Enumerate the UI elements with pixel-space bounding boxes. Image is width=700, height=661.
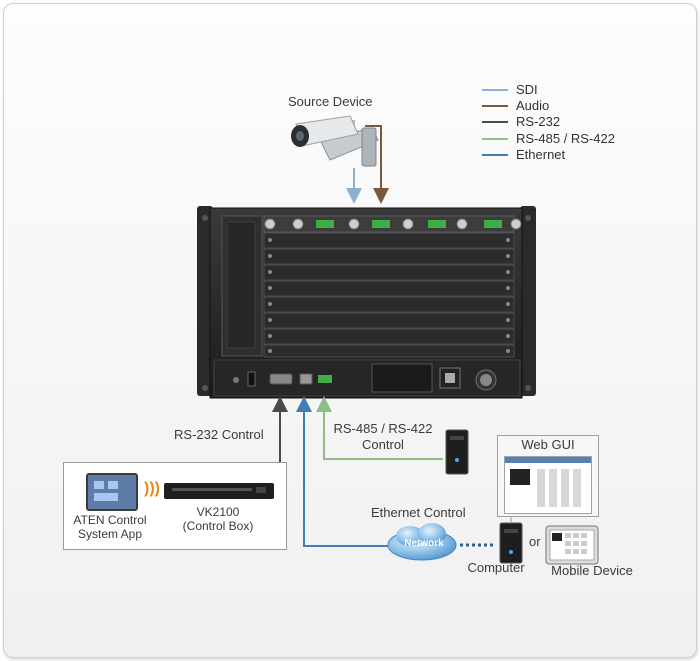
legend-label: Audio: [516, 98, 550, 113]
web-gui-screenshot: [504, 456, 592, 514]
or-label: or: [529, 534, 541, 549]
rs485-control-label-line2: Control: [362, 437, 404, 452]
rs485-line: [316, 396, 443, 460]
legend-label: RS-485 / RS-422: [516, 131, 615, 146]
vk2100-device-icon: [164, 483, 274, 499]
audio-line: [365, 125, 389, 204]
wireless-signal-icon: ))): [144, 480, 160, 497]
vk-label-line1: VK2100: [196, 505, 240, 519]
matrix-chassis: [197, 206, 536, 399]
legend-swatch: [482, 138, 508, 140]
mobile-device-label: Mobile Device: [551, 563, 633, 578]
input-card-connectors: [264, 218, 522, 230]
control-system-panel: ))) ATEN Control System App VK2100 (Cont…: [63, 462, 287, 550]
web-gui-label: Web GUI: [521, 437, 575, 452]
legend-swatch: [482, 105, 508, 107]
rs232-control-label: RS-232 Control: [174, 427, 264, 442]
vk-label-line2: (Control Box): [182, 519, 254, 533]
web-gui-button-grid: [537, 469, 585, 507]
network-label: Network: [404, 538, 444, 549]
computer-label: Computer: [467, 560, 525, 575]
legend-swatch: [482, 121, 508, 123]
web-gui-callout: Web GUI: [497, 435, 599, 517]
mobile-device-icon: [545, 525, 599, 565]
app-label-line1: ATEN Control: [73, 513, 147, 527]
web-gui-preview: [510, 469, 530, 485]
rs485-control-label-line1: RS-485 / RS-422: [333, 421, 433, 436]
legend-label: RS-232: [516, 114, 561, 129]
ethernet-line: [296, 396, 394, 547]
camera-icon: [291, 115, 379, 167]
web-gui-header-bar: [505, 457, 591, 463]
ethernet-control-label: Ethernet Control: [371, 505, 466, 520]
app-label-line2: System App: [77, 527, 143, 541]
computer-icon: [499, 522, 523, 564]
legend-label: SDI: [516, 82, 538, 97]
network-cloud-icon: [387, 523, 457, 561]
legend-swatch: [482, 154, 508, 156]
legend-label: Ethernet: [516, 147, 566, 162]
source-device-label: Source Device: [288, 94, 373, 109]
tablet-icon: [86, 473, 138, 511]
card-slots: [263, 215, 515, 358]
tower-pc-icon: [445, 429, 469, 475]
legend-swatch: [482, 89, 508, 91]
